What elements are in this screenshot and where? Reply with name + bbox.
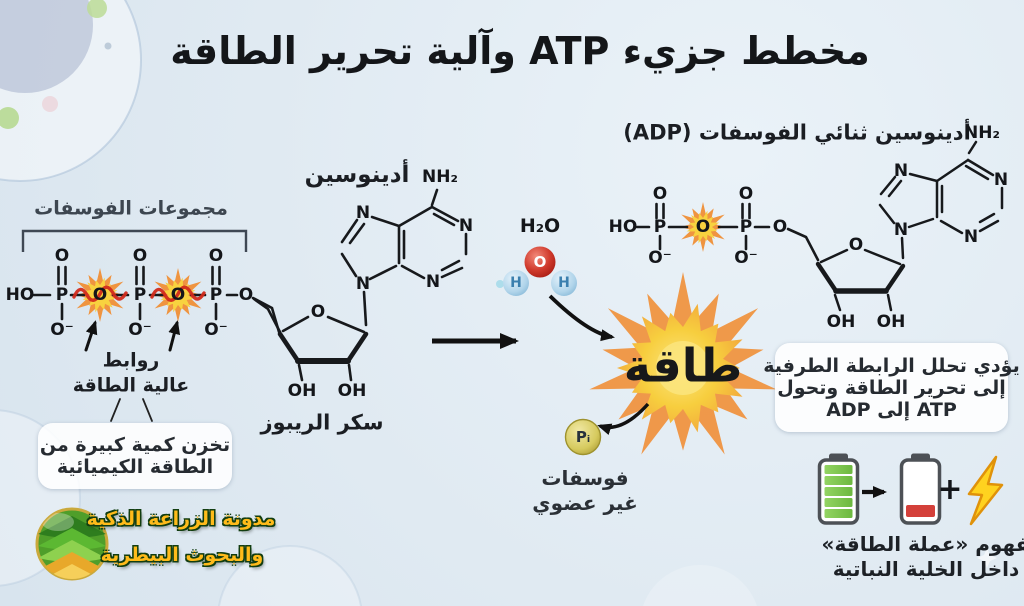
hydrogen-ball (551, 270, 577, 296)
atom-o-ribose: O (848, 235, 864, 255)
adp-note-line1: يؤدي تحلل الرابطة الطرفية (763, 354, 1020, 377)
background-cells (0, 0, 997, 606)
atom-p: P (739, 217, 753, 237)
atom-o: O (238, 285, 254, 305)
atom-n: N (963, 227, 979, 247)
atom-nh2: NH₂ (422, 167, 458, 187)
pi-release-arrow (597, 402, 650, 436)
atom-o-high-energy: O (92, 285, 108, 305)
lightning-icon (967, 455, 1004, 526)
atom-o-minus: O⁻ (648, 248, 672, 268)
logo-text-line1: مدونة الزراعة الذكية (86, 508, 276, 530)
atom-n: N (993, 170, 1009, 190)
plus-sign: + (937, 472, 963, 507)
atom-p: P (133, 285, 147, 305)
water-o-label: O (533, 253, 547, 271)
phosphate-groups-label: مجموعات الفوسفات (34, 197, 228, 220)
atom-o-minus: O⁻ (734, 248, 758, 268)
battery-full-icon (817, 453, 860, 525)
high-energy-squiggles (72, 285, 206, 302)
atom-p: P (653, 217, 667, 237)
adenine-ring (340, 188, 468, 327)
atom-n: N (355, 274, 371, 294)
atom-n: N (458, 216, 474, 236)
bond-arrows (84, 320, 181, 352)
adp-adenine-ring (878, 140, 1004, 260)
adp-starburst (681, 202, 725, 252)
ribose-label: سكر الريبوز (260, 410, 384, 435)
atom-oh: OH (826, 312, 856, 332)
adp-note-line2: إلى تحرير الطاقة وتحول (777, 376, 1006, 399)
note-connector-lines (110, 398, 153, 422)
energy-burst (589, 272, 777, 455)
water-h-label: H (510, 275, 522, 291)
hydrolysis-arrow (548, 294, 615, 342)
atom-n: N (425, 272, 441, 292)
logo-text-line2: والبحوث البيطرية (100, 544, 264, 566)
pi-ball (564, 418, 602, 456)
storage-note-box: تخزن كمية كبيرة من الطاقة الكيميائية (38, 423, 232, 489)
atom-ho: HO (5, 285, 35, 305)
storage-note-line1: تخزن كمية كبيرة من (39, 434, 231, 456)
atom-o-minus: O⁻ (204, 320, 228, 340)
atom-n: N (893, 161, 909, 181)
atom-o-high-energy: O (695, 217, 711, 237)
atom-p: P (209, 285, 223, 305)
ribose-ring (252, 297, 369, 382)
atom-o: O (772, 217, 788, 237)
energy-label: طاقة (623, 338, 743, 393)
atom-oh: OH (337, 381, 367, 401)
atom-o-ribose: O (310, 302, 326, 322)
oxygen-ball (524, 246, 556, 278)
storage-note-line2: الطاقة الكيميائية (56, 456, 214, 478)
atom-n: N (893, 220, 909, 240)
inorganic-phosphate-line1: فوسفات (541, 466, 629, 490)
adp-phosphate-bonds (635, 202, 820, 262)
atom-p: P (55, 285, 69, 305)
atom-nh2: NH₂ (964, 123, 1000, 143)
energy-currency-caption-line1: مفهوم «عملة الطاقة» (821, 532, 1024, 556)
inorganic-phosphate-line2: غير عضوي (532, 491, 638, 515)
atom-o: O (738, 184, 754, 204)
high-energy-bonds-label-line2: عالية الطاقة (72, 374, 190, 397)
phosphate-bracket (21, 229, 248, 252)
atom-ho: HO (608, 217, 638, 237)
atom-o: O (54, 246, 70, 266)
pi-label: Pᵢ (575, 428, 591, 446)
sparkle-icon (977, 548, 997, 568)
atom-o-high-energy: O (170, 285, 186, 305)
atom-oh: OH (287, 381, 317, 401)
adenosine-label: أدينوسين (304, 162, 410, 189)
atom-oh: OH (876, 312, 906, 332)
atom-o-minus: O⁻ (128, 320, 152, 340)
adp-label: أدينوسين ثنائي الفوسفات (ADP) (623, 120, 971, 145)
high-energy-bonds-label-line1: روابط (102, 349, 160, 372)
battery-empty-icon (899, 453, 942, 525)
adp-ribose-ring (815, 248, 906, 312)
logo-sphere (35, 507, 109, 581)
water-label: H₂O (519, 215, 561, 237)
energy-currency-caption-line2: داخل الخلية النباتية (832, 557, 1020, 581)
adp-note-line3: ATP إلى ADP (826, 398, 957, 421)
page-title: مخطط جزيء ATP وآلية تحرير الطاقة (170, 29, 870, 74)
water-h-label: H (558, 275, 570, 291)
atom-o: O (652, 184, 668, 204)
adp-note-box: يؤدي تحلل الرابطة الطرفية إلى تحرير الطا… (763, 343, 1020, 432)
atom-n: N (355, 203, 371, 223)
atom-o-minus: O⁻ (50, 320, 74, 340)
water-molecule (503, 246, 577, 296)
atom-o: O (132, 246, 148, 266)
atom-o: O (208, 246, 224, 266)
hydrogen-ball (503, 270, 529, 296)
